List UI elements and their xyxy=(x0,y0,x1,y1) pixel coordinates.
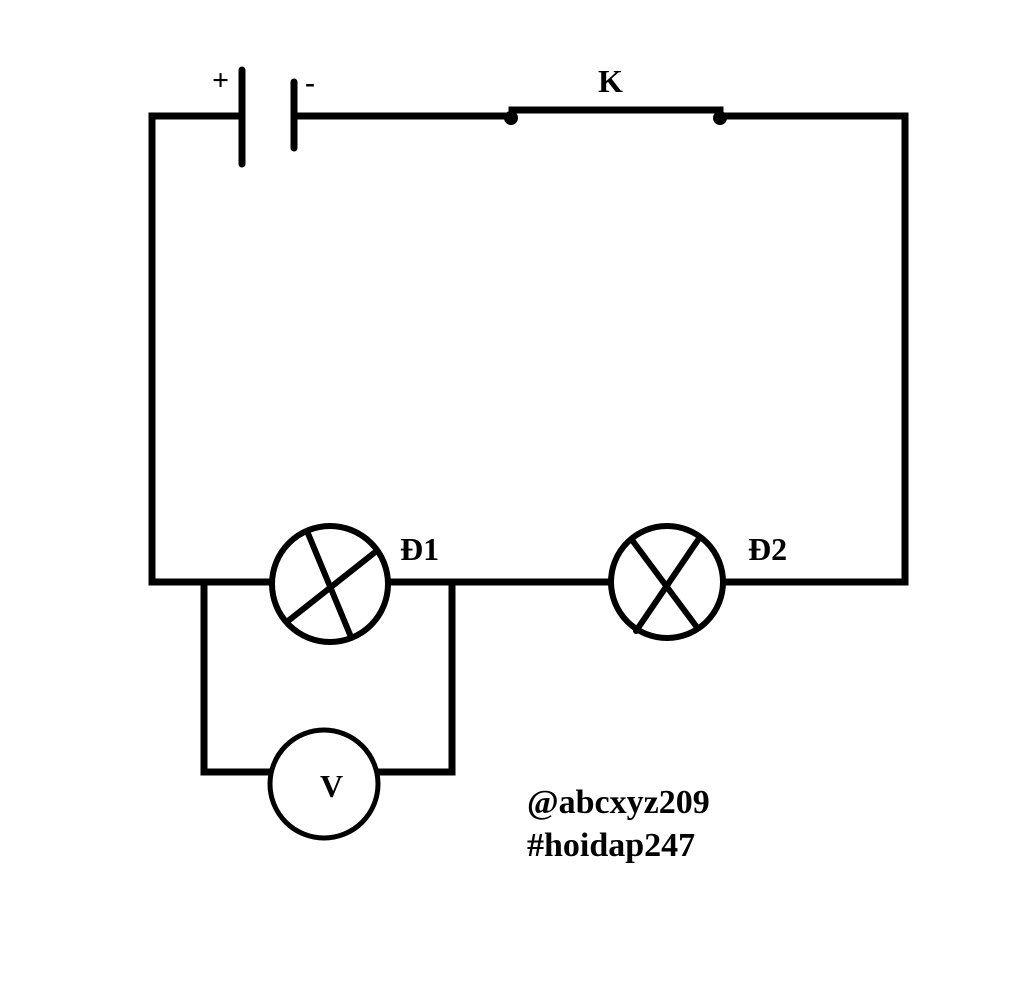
voltmeter-label: V xyxy=(320,768,343,804)
battery-plus-label: + xyxy=(212,64,229,97)
battery-minus-label: - xyxy=(305,66,315,99)
voltmeter-ring xyxy=(267,727,381,841)
lamp-d2-cross-b xyxy=(633,537,701,634)
lamp-d2-label: Đ2 xyxy=(748,531,787,567)
wire-left-top xyxy=(148,112,276,586)
lamp-d2: Đ2 xyxy=(608,523,787,641)
lamp-d1: Đ1 xyxy=(269,523,439,645)
wire-voltmeter-left xyxy=(200,578,274,776)
switch-label: K xyxy=(598,63,623,99)
battery: + - xyxy=(212,64,315,168)
voltmeter-branch: V xyxy=(200,578,456,841)
lamp-d1-label: Đ1 xyxy=(400,531,439,567)
switch-contact-left xyxy=(504,111,518,125)
watermark-line-1: @abcxyz209 xyxy=(527,784,710,821)
switch-contact-right xyxy=(713,111,727,125)
main-wires xyxy=(148,112,909,586)
lamp-d1-cross-a xyxy=(304,528,354,640)
lamp-d1-cross-b xyxy=(285,550,377,624)
switch-k: K xyxy=(504,63,727,125)
watermark-line-2: #hoidap247 xyxy=(527,827,695,864)
wire-switch-to-right xyxy=(716,112,909,586)
watermark: @abcxyz209 #hoidap247 xyxy=(527,784,710,864)
lamp-d2-cross-a xyxy=(629,537,699,629)
wire-voltmeter-right xyxy=(374,578,456,776)
